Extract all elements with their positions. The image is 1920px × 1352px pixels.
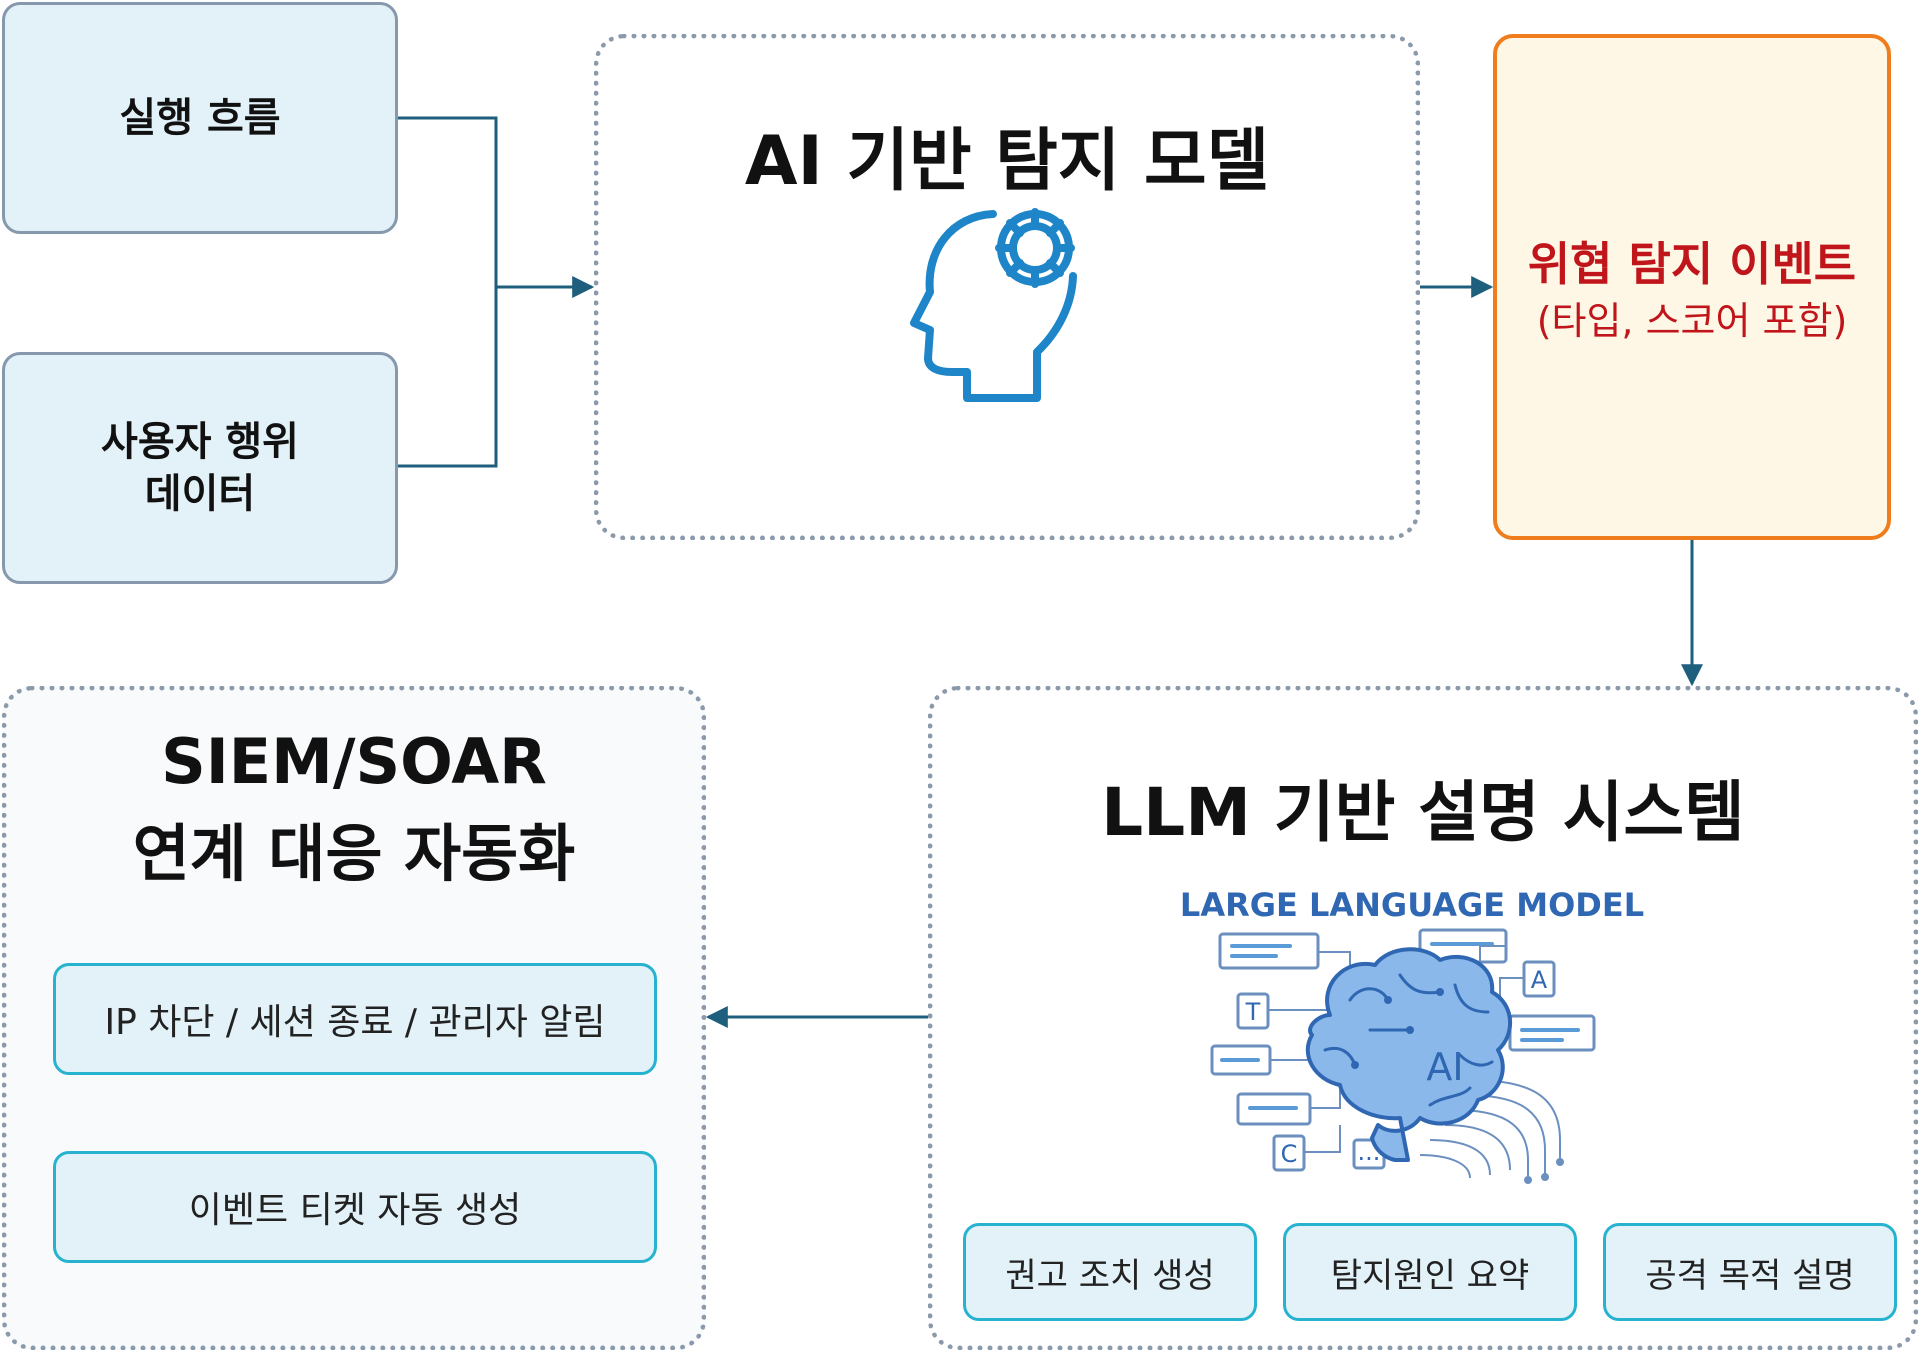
llm-container: LLM 기반 설명 시스템 권고 조치 생성 탐지원인 요약 공격 목적 설명 <box>928 686 1918 1350</box>
ai-model-title: AI 기반 탐지 모델 <box>744 122 1270 201</box>
user-behavior-box: 사용자 행위 데이터 <box>2 352 398 584</box>
threat-event-box: 위협 탐지 이벤트 (타입, 스코어 포함) <box>1493 34 1891 540</box>
user-behavior-label-line2: 데이터 <box>144 471 256 517</box>
llm-letter-c: C <box>1281 1140 1298 1168</box>
input-connector <box>398 116 498 468</box>
siem-action-ticket: 이벤트 티켓 자동 생성 <box>53 1151 657 1263</box>
head-gear-icon <box>910 208 1077 402</box>
threat-event-title: 위협 탐지 이벤트 <box>1527 237 1857 291</box>
llm-brain-ai-label: AI <box>1426 1045 1463 1089</box>
siem-title-line2: 연계 대응 자동화 <box>132 817 576 890</box>
exec-flow-label: 실행 흐름 <box>119 95 281 141</box>
siem-soar-container: SIEM/SOAR 연계 대응 자동화 IP 차단 / 세션 종료 / 관리자 … <box>2 686 706 1350</box>
llm-letter-t: T <box>1245 998 1261 1026</box>
siem-title-line1: SIEM/SOAR <box>161 725 547 798</box>
siem-action-block: IP 차단 / 세션 종료 / 관리자 알림 <box>53 963 657 1075</box>
ai-brain-icon: LARGE LANGUAGE MODEL T A <box>1180 886 1644 1184</box>
llm-illustration-caption: LARGE LANGUAGE MODEL <box>1180 886 1644 924</box>
llm-letter-a: A <box>1531 966 1548 994</box>
exec-flow-box: 실행 흐름 <box>2 2 398 234</box>
threat-event-subtitle: (타입, 스코어 포함) <box>1536 299 1848 343</box>
llm-output-purpose: 공격 목적 설명 <box>1603 1223 1897 1321</box>
user-behavior-label-line1: 사용자 행위 <box>101 419 299 465</box>
llm-output-cause: 탐지원인 요약 <box>1283 1223 1577 1321</box>
ai-model-container: AI 기반 탐지 모델 <box>594 34 1420 540</box>
llm-output-recommend: 권고 조치 생성 <box>963 1223 1257 1321</box>
llm-title: LLM 기반 설명 시스템 <box>1101 774 1745 851</box>
